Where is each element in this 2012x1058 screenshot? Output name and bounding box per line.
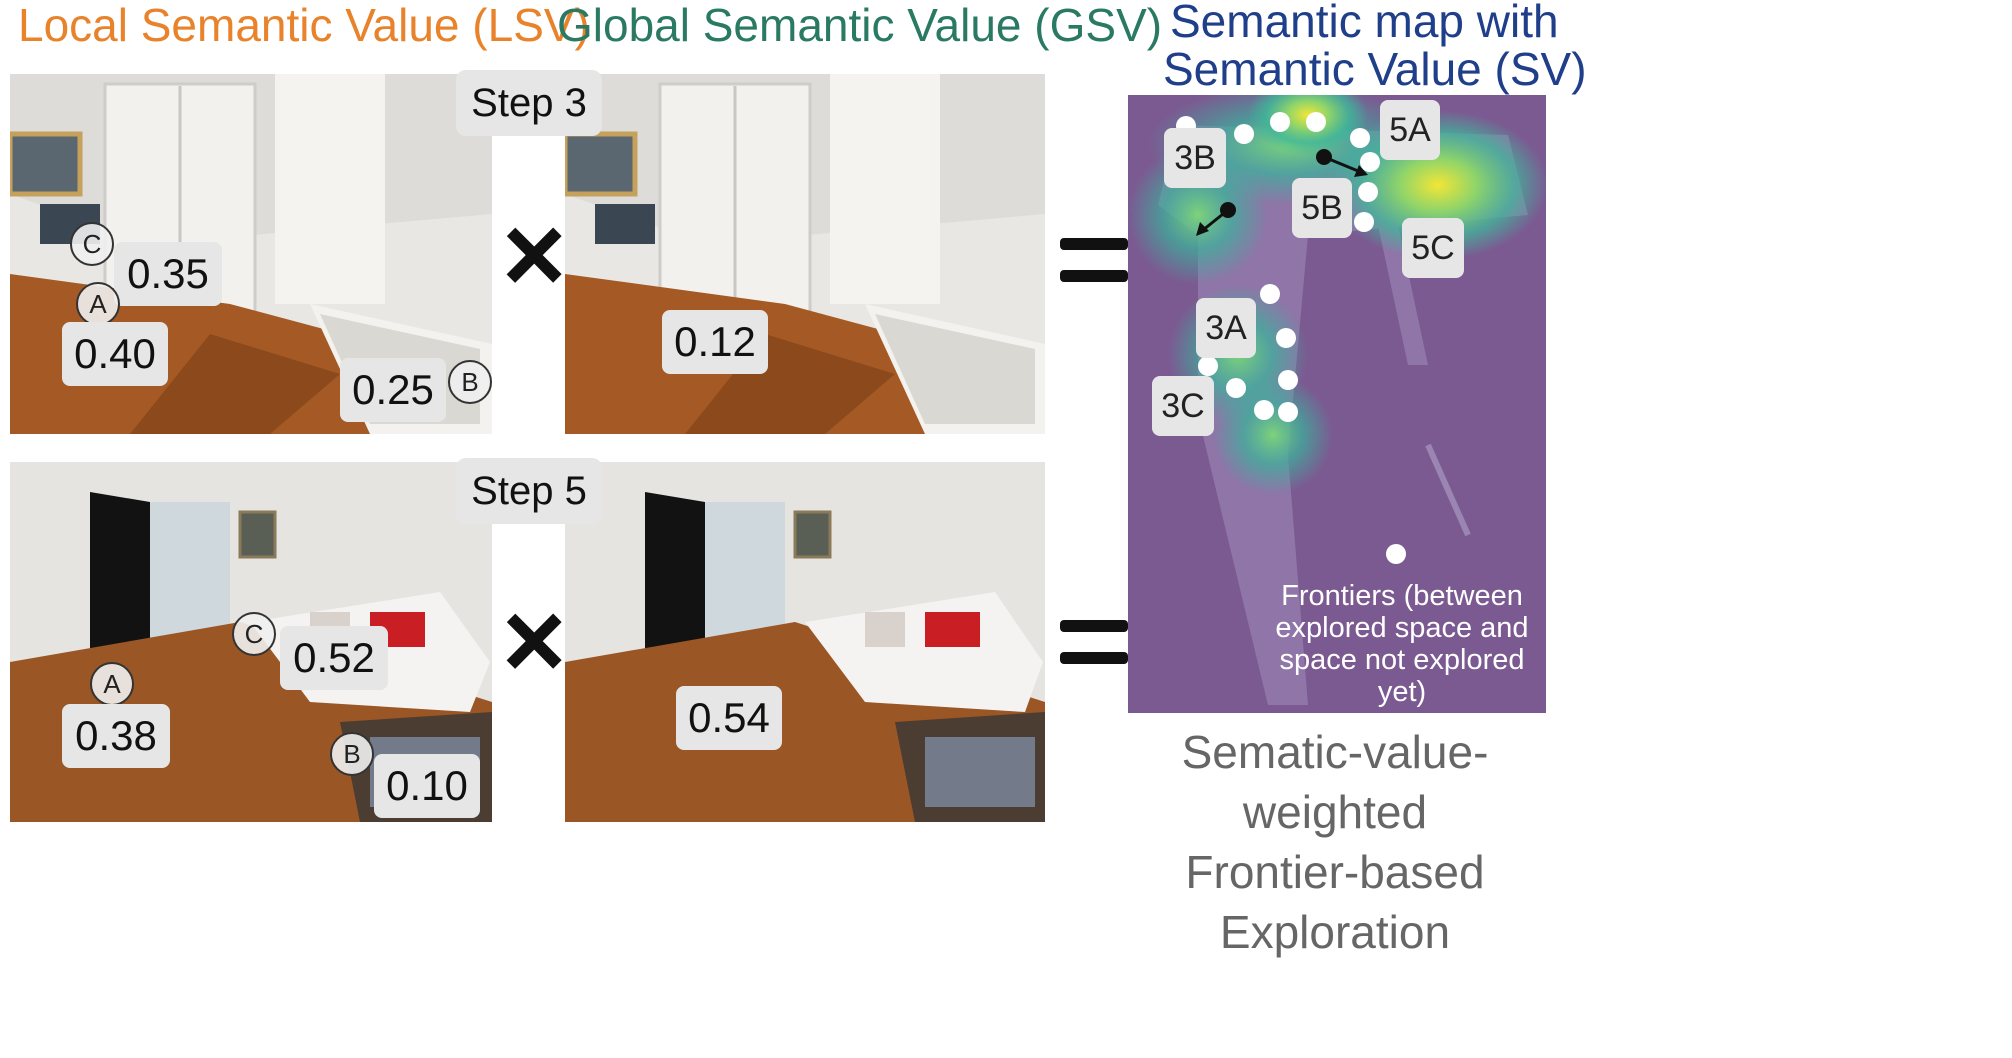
frontier-dot	[1350, 128, 1370, 148]
frontier-dot-legend	[1386, 544, 1406, 564]
times-operator-step5: ×	[502, 579, 567, 702]
frontier-note: Frontiers (between explored space and sp…	[1262, 580, 1542, 708]
step5-label: Step 5	[456, 458, 602, 524]
frontier-note-line3: space not explored yet)	[1279, 644, 1525, 708]
map-label-5c: 5C	[1402, 218, 1464, 278]
map-label-3c: 3C	[1152, 376, 1214, 436]
equals-operator-step5	[1060, 620, 1128, 684]
step3-marker-b: B	[448, 360, 492, 404]
frontier-dot	[1358, 182, 1378, 202]
frontier-dot	[1226, 378, 1246, 398]
frontier-dot	[1270, 112, 1290, 132]
caption: Sematic-value-weighted Frontier-based Ex…	[1100, 722, 1570, 962]
caption-line2: Frontier-based Exploration	[1185, 846, 1485, 958]
gsv-header: Global Semantic Value (GSV)	[557, 0, 1163, 51]
frontier-dot	[1198, 356, 1218, 376]
step5-gsv-image	[565, 462, 1045, 822]
step5-marker-b: B	[330, 732, 374, 776]
step5-lsv-c-value: 0.52	[280, 626, 388, 690]
sv-header-line1: Semantic map with	[1170, 0, 1559, 47]
step3-lsv-c-value: 0.35	[114, 242, 222, 306]
frontier-dot	[1254, 400, 1274, 420]
frontier-dot	[1354, 212, 1374, 232]
map-label-3a: 3A	[1196, 298, 1256, 358]
frontier-dot	[1260, 284, 1280, 304]
map-label-3b: 3B	[1164, 128, 1226, 188]
step3-lsv-a-value: 0.40	[62, 322, 168, 386]
step5-gsv-value: 0.54	[676, 686, 782, 750]
sv-header-line2: Semantic Value (SV)	[1163, 43, 1587, 95]
times-operator-step3: ×	[502, 193, 567, 316]
frontier-note-line2: explored space and	[1275, 612, 1529, 644]
step3-marker-c: C	[70, 222, 114, 266]
step3-lsv-b-value: 0.25	[340, 358, 446, 422]
caption-line1: Sematic-value-weighted	[1181, 726, 1489, 838]
frontier-dot	[1278, 402, 1298, 422]
lsv-header: Local Semantic Value (LSV)	[18, 0, 590, 51]
step5-lsv-b-value: 0.10	[374, 754, 480, 818]
step3-gsv-value: 0.12	[662, 310, 768, 374]
map-label-5a: 5A	[1380, 100, 1440, 160]
map-label-5b: 5B	[1292, 178, 1352, 238]
step5-lsv-a-value: 0.38	[62, 704, 170, 768]
frontier-dot	[1306, 112, 1326, 132]
step3-label: Step 3	[456, 70, 602, 136]
frontier-dot	[1278, 370, 1298, 390]
frontier-note-line1: Frontiers (between	[1281, 580, 1523, 612]
step3-marker-a: A	[76, 282, 120, 326]
frontier-dot	[1360, 152, 1380, 172]
step5-marker-c: C	[232, 612, 276, 656]
step5-marker-a: A	[90, 662, 134, 706]
step3-gsv-image	[565, 74, 1045, 434]
equals-operator-step3	[1060, 238, 1128, 302]
frontier-dot	[1276, 328, 1296, 348]
frontier-dot	[1234, 124, 1254, 144]
